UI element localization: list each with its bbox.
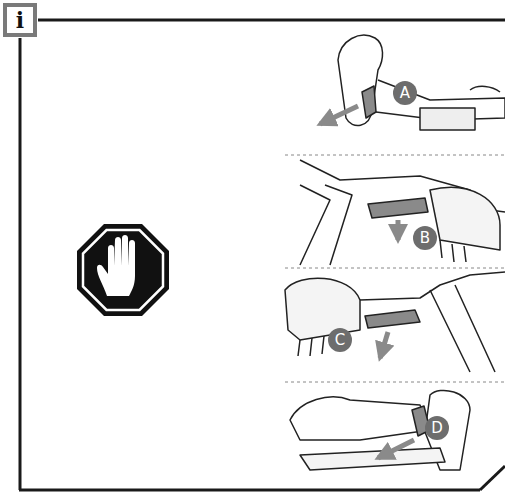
frame	[19, 20, 505, 490]
callout-letter: B	[413, 226, 437, 250]
stop-sign	[77, 224, 169, 316]
handle-drawing	[285, 35, 505, 470]
callout-letter: A	[393, 81, 417, 105]
info-letter: i	[16, 9, 24, 31]
panel-divider	[285, 155, 505, 382]
callout-letter: D	[425, 416, 449, 440]
callout-letter: C	[328, 328, 352, 352]
info-icon: i	[3, 3, 37, 37]
